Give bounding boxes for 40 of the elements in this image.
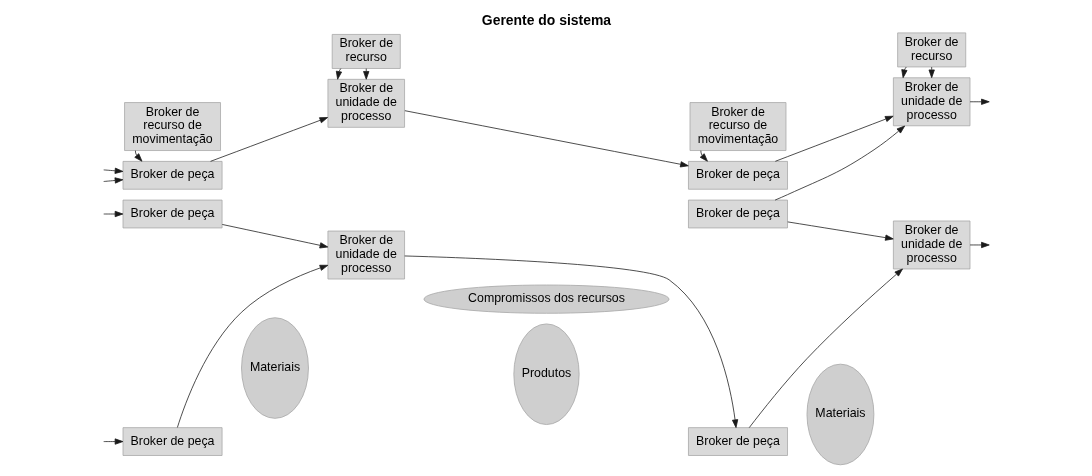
- arrow: [102, 438, 123, 445]
- node-box: Broker de unidade de processo: [327, 230, 405, 280]
- arrow: [928, 66, 935, 79]
- arrow: [221, 224, 328, 249]
- arrow: [176, 264, 328, 428]
- arrow: [900, 66, 907, 79]
- arrow: [748, 268, 903, 428]
- node-ellipse: Produtos: [512, 323, 580, 425]
- node-box: Broker de unidade de processo: [327, 78, 405, 128]
- arrow: [969, 241, 990, 249]
- arrow: [102, 210, 123, 218]
- arrow: [969, 98, 990, 105]
- arrow: [786, 221, 894, 241]
- node-box: Broker de unidade de processo: [892, 77, 970, 127]
- node-ellipse: Compromissos dos recursos: [423, 284, 669, 314]
- arrow: [102, 177, 123, 184]
- arrow: [102, 167, 123, 174]
- arrow: [699, 150, 708, 162]
- node-box: Broker de peça: [122, 427, 222, 456]
- arrow: [133, 150, 142, 162]
- arrow: [335, 68, 342, 80]
- node-ellipse: Materiais: [240, 317, 309, 419]
- diagram-title: Gerente do sistema: [481, 11, 611, 28]
- node-box: Broker de peça: [687, 161, 788, 190]
- arrow: [404, 110, 689, 168]
- node-box: Broker de unidade de processo: [892, 220, 970, 270]
- arrow: [209, 117, 328, 162]
- arrow: [774, 115, 894, 162]
- node-box: Broker de peça: [687, 427, 788, 456]
- node-box: Broker de recurso: [896, 32, 966, 68]
- arrow: [403, 255, 738, 428]
- node-box: Broker de recurso de movimentação: [123, 102, 221, 151]
- node-box: Broker de peça: [122, 161, 222, 190]
- node-box: Broker de peça: [122, 199, 222, 229]
- node-box: Broker de recurso de movimentação: [689, 102, 786, 151]
- node-box: Broker de peça: [687, 199, 788, 229]
- node-ellipse: Materiais: [806, 363, 874, 466]
- node-box: Broker de recurso: [331, 34, 401, 69]
- arrow: [774, 125, 905, 201]
- arrow: [362, 68, 369, 80]
